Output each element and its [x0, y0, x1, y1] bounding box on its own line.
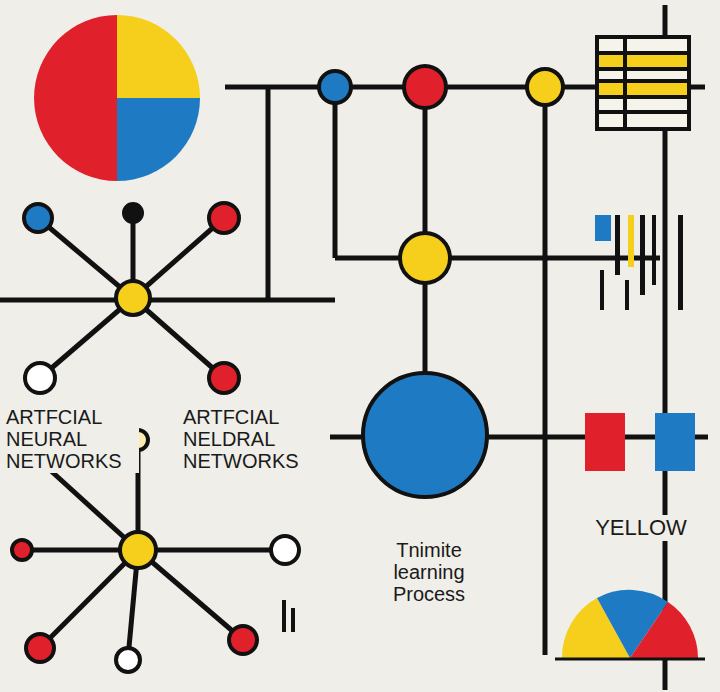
caption-label: Tnimite learning Process [362, 538, 496, 606]
title-label: ARTFCIAL NEURAL NETWORKS [3, 405, 139, 473]
title-label: ARTFCIAL NELDRAL NETWORKS [180, 405, 321, 473]
color-label: YELLOW [578, 515, 704, 541]
